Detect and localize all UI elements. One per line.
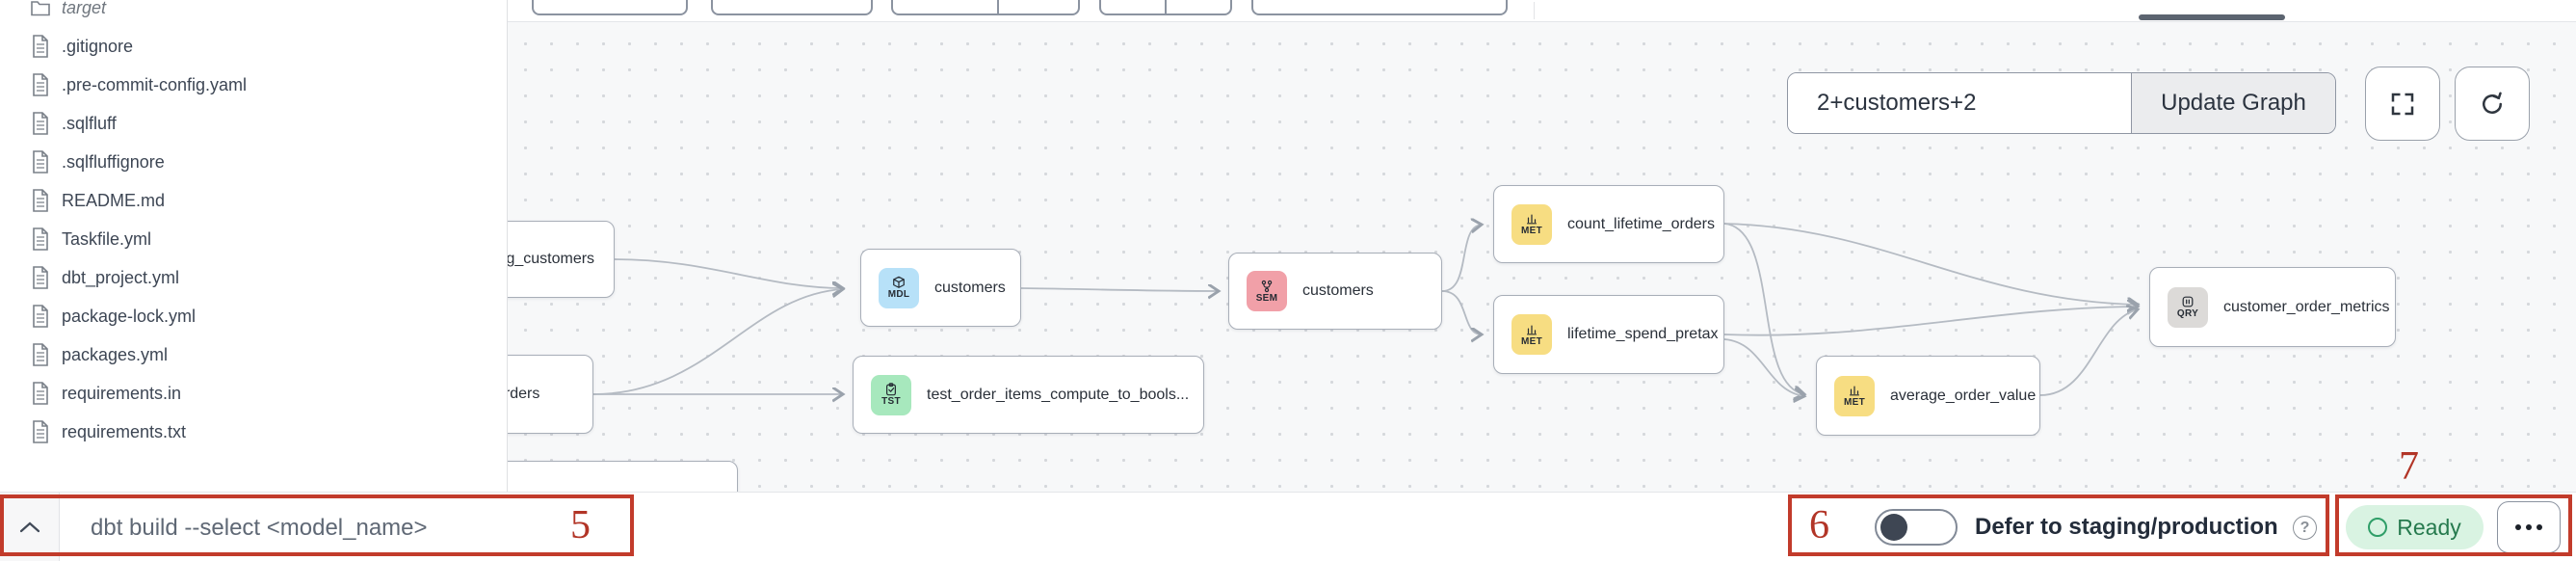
file-icon bbox=[33, 343, 48, 366]
update-graph-button[interactable]: Update Graph bbox=[2131, 73, 2335, 133]
more-options-button[interactable] bbox=[2497, 501, 2561, 553]
lineage-node-count-lifetime-orders[interactable]: MET count_lifetime_orders bbox=[1493, 185, 1724, 263]
fullscreen-icon bbox=[2391, 93, 2414, 115]
lineage-node-customers-model[interactable]: MDL customers bbox=[860, 249, 1021, 327]
file-tree-item[interactable]: .sqlfluffignore bbox=[0, 143, 507, 181]
lineage-edges bbox=[592, 21, 2576, 492]
metric-icon: MET bbox=[1834, 375, 1875, 416]
toolbar-strip bbox=[507, 0, 2576, 22]
lineage-node-test-order-items[interactable]: TST test_order_items_compute_to_bools... bbox=[853, 356, 1204, 434]
file-icon bbox=[33, 112, 48, 135]
toolbar-button-cutoff[interactable] bbox=[532, 0, 688, 15]
file-icon bbox=[33, 73, 48, 96]
ellipsis-icon bbox=[2515, 524, 2521, 530]
dbt-command-input[interactable] bbox=[89, 506, 555, 550]
file-tree-item[interactable]: dbt_project.yml bbox=[0, 258, 507, 297]
lineage-node-cutoff[interactable] bbox=[507, 461, 738, 492]
semantic-model-icon: SEM bbox=[1247, 271, 1287, 311]
file-tree-item[interactable]: requirements.txt bbox=[0, 413, 507, 451]
file-tree-item-target[interactable]: target bbox=[0, 0, 507, 27]
file-icon bbox=[33, 266, 48, 289]
file-tree-item[interactable]: .gitignore bbox=[0, 27, 507, 66]
metric-icon: MET bbox=[1511, 203, 1552, 245]
file-tree-item[interactable]: packages.yml bbox=[0, 335, 507, 374]
toggle-knob bbox=[1880, 514, 1907, 541]
file-icon bbox=[33, 227, 48, 251]
file-tree-item[interactable]: Taskfile.yml bbox=[0, 220, 507, 258]
command-bar: Defer to staging/production ? Ready bbox=[0, 492, 2576, 561]
toolbar-section-divider bbox=[1534, 2, 1535, 19]
lineage-node-customers-semantic[interactable]: SEM customers bbox=[1228, 253, 1442, 330]
lineage-node-lifetime-spend-pretax[interactable]: MET lifetime_spend_pretax bbox=[1493, 295, 1724, 374]
lineage-node-average-order-value[interactable]: MET average_order_value bbox=[1816, 356, 2040, 436]
toolbar-button-cutoff[interactable] bbox=[711, 0, 873, 15]
refresh-icon bbox=[2483, 92, 2502, 114]
file-icon bbox=[33, 420, 48, 443]
fullscreen-button[interactable] bbox=[2365, 67, 2440, 141]
defer-label: Defer to staging/production bbox=[1975, 514, 2278, 540]
lineage-canvas[interactable]: stg_customers orders MDL customers TST t… bbox=[507, 21, 2576, 492]
defer-toggle[interactable] bbox=[1875, 509, 1958, 546]
test-icon: TST bbox=[871, 374, 911, 415]
help-icon[interactable]: ? bbox=[2293, 516, 2317, 540]
file-tree-item[interactable]: requirements.in bbox=[0, 374, 507, 413]
folder-icon bbox=[31, 1, 50, 16]
graph-selector-group: Update Graph bbox=[1787, 72, 2336, 134]
file-icon bbox=[33, 150, 48, 174]
status-badge: Ready bbox=[2346, 505, 2484, 549]
graph-selector-input[interactable] bbox=[1788, 73, 2131, 133]
model-icon: MDL bbox=[879, 267, 919, 308]
lineage-node-orders[interactable]: orders bbox=[507, 355, 593, 434]
collapse-panel-button[interactable] bbox=[0, 493, 60, 561]
file-tree-item[interactable]: README.md bbox=[0, 181, 507, 220]
refresh-button[interactable] bbox=[2455, 67, 2530, 141]
status-circle-icon bbox=[2368, 518, 2388, 537]
file-icon bbox=[33, 35, 48, 58]
lineage-node-stg-customers[interactable]: stg_customers bbox=[507, 221, 615, 298]
chevron-up-icon bbox=[19, 521, 39, 533]
file-icon bbox=[33, 189, 48, 212]
file-icon bbox=[33, 305, 48, 328]
file-tree-item[interactable]: package-lock.yml bbox=[0, 297, 507, 335]
saved-query-icon: QRY bbox=[2168, 286, 2208, 328]
toolbar-button-divider bbox=[1165, 0, 1167, 15]
file-tree-item[interactable]: .sqlfluff bbox=[0, 104, 507, 143]
metric-icon: MET bbox=[1511, 314, 1552, 355]
active-tab-indicator bbox=[2139, 14, 2285, 20]
file-explorer: target .gitignore .pre-commit-config.yam… bbox=[0, 0, 508, 492]
toolbar-button-cutoff[interactable] bbox=[891, 0, 1080, 15]
lineage-node-customer-order-metrics[interactable]: QRY customer_order_metrics bbox=[2149, 267, 2396, 347]
toolbar-button-cutoff[interactable] bbox=[1251, 0, 1508, 15]
file-tree-item[interactable]: .pre-commit-config.yaml bbox=[0, 66, 507, 104]
toolbar-button-divider bbox=[997, 0, 999, 15]
file-icon bbox=[33, 382, 48, 405]
